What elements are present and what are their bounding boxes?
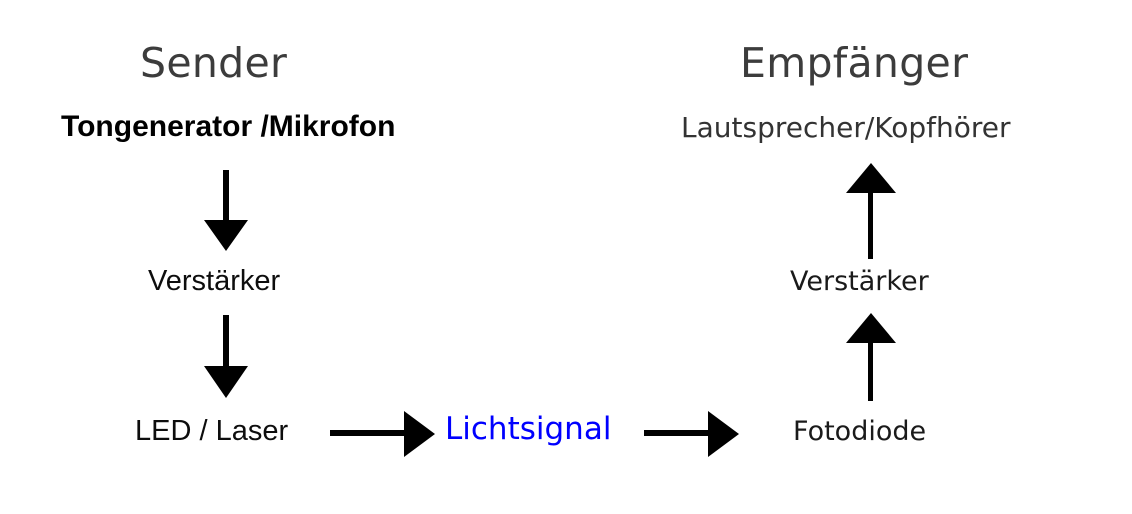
- section-title-empfaenger: Empfänger: [740, 39, 969, 87]
- arrow-down-tongenerator-to-verstaerker: [200, 170, 252, 252]
- arrow-up-verstaerker-to-lautsprecher: [845, 162, 897, 260]
- arrow-right-lichtsignal-to-fotodiode: [644, 410, 740, 458]
- node-fotodiode: Fotodiode: [793, 416, 927, 447]
- node-led-laser: LED / Laser: [135, 415, 289, 447]
- arrow-up-fotodiode-to-verstaerker: [845, 312, 897, 402]
- arrow-down-verstaerker-to-led-laser: [200, 315, 252, 399]
- section-title-sender: Sender: [140, 39, 288, 87]
- node-lichtsignal: Lichtsignal: [445, 411, 612, 447]
- node-lautsprecher-kopfhoerer: Lautsprecher/Kopfhörer: [681, 111, 1011, 144]
- node-tongenerator-mikrofon: Tongenerator /Mikrofon: [61, 110, 396, 143]
- arrow-right-led-to-lichtsignal: [330, 410, 436, 458]
- node-verstaerker-empfaenger: Verstärker: [790, 266, 929, 297]
- node-verstaerker-sender: Verstärker: [148, 265, 281, 297]
